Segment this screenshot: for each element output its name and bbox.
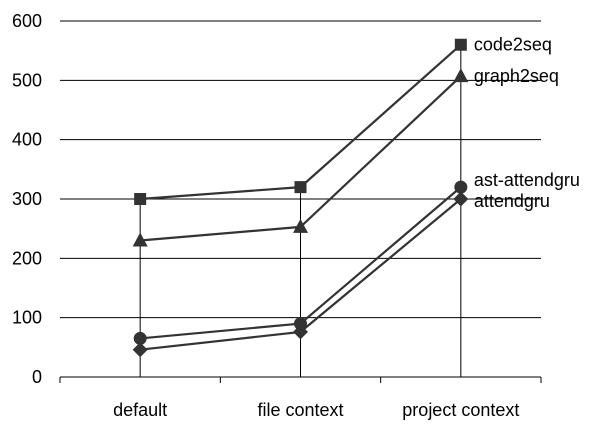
data-point-triangle bbox=[453, 68, 469, 83]
y-tick-label: 600 bbox=[12, 11, 42, 31]
data-point-triangle bbox=[293, 218, 308, 233]
x-category-label: file context bbox=[257, 400, 343, 420]
y-tick-label: 200 bbox=[12, 248, 42, 268]
data-point-diamond bbox=[453, 191, 469, 207]
data-point-triangle bbox=[132, 232, 148, 247]
x-category-label: default bbox=[113, 400, 167, 420]
y-tick-label: 100 bbox=[12, 308, 42, 328]
data-point-square bbox=[294, 181, 307, 194]
series-attendgru bbox=[132, 191, 469, 358]
x-category-labels: default file context project context bbox=[113, 400, 519, 420]
x-category-label: project context bbox=[402, 400, 519, 420]
data-point-diamond bbox=[293, 324, 308, 340]
series-graph2seq bbox=[132, 68, 469, 247]
series-label: attendgru bbox=[474, 191, 550, 211]
y-tick-label: 500 bbox=[12, 70, 42, 90]
data-point-circle bbox=[133, 331, 147, 345]
data-point-circle bbox=[294, 317, 307, 331]
series-lines bbox=[132, 38, 469, 358]
data-point-square bbox=[134, 193, 147, 205]
y-tick-labels: 0 100 200 300 400 500 600 bbox=[12, 11, 42, 387]
axes bbox=[59, 376, 542, 383]
data-point-square bbox=[454, 38, 467, 51]
series-ast-attendgru bbox=[133, 180, 468, 345]
y-tick-label: 300 bbox=[12, 189, 42, 209]
series-label: code2seq bbox=[474, 35, 552, 55]
series-code2seq bbox=[134, 38, 467, 205]
y-tick-label: 400 bbox=[12, 130, 42, 150]
data-point-diamond bbox=[132, 342, 148, 358]
data-point-circle bbox=[454, 180, 468, 194]
series-label: ast-attendgru bbox=[474, 170, 580, 190]
y-tick-label: 0 bbox=[32, 367, 42, 387]
series-label: graph2seq bbox=[474, 66, 559, 86]
